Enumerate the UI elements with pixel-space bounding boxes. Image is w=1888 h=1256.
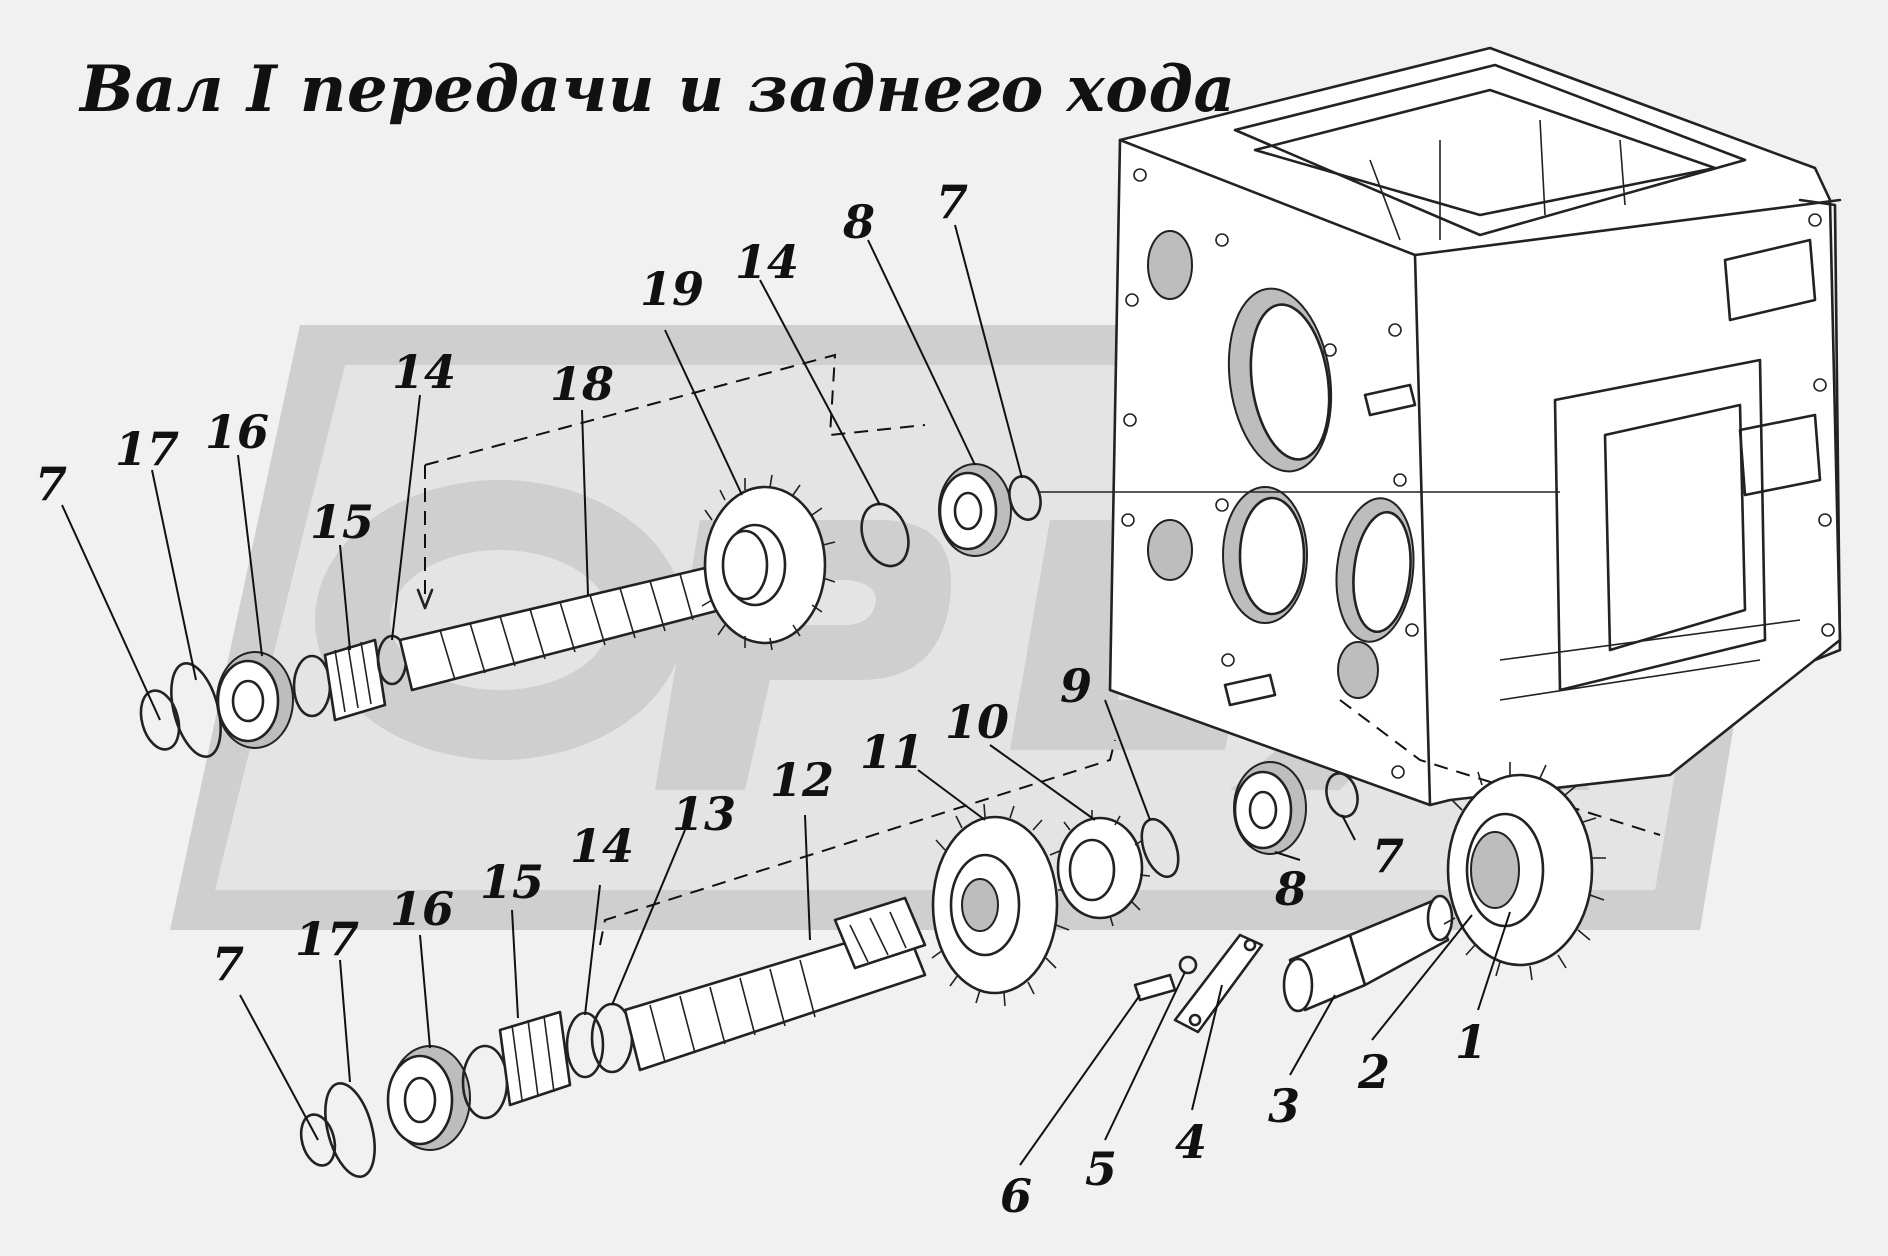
- leader-lines: [61, 224, 1511, 1166]
- callout-3: 3: [1268, 1079, 1300, 1133]
- callout-labels: 7 17 16 15 14 18 19 14 8 7 9 10 11 12 13…: [35, 175, 1487, 1223]
- snap-ring-7-lower: [299, 1113, 337, 1167]
- ring-17-lower: [324, 1081, 376, 1179]
- callout-2: 2: [1357, 1045, 1390, 1099]
- lower-shaft-assembly: [299, 699, 1661, 1179]
- gear-10: [1056, 810, 1151, 927]
- washer-5: [1178, 955, 1198, 975]
- callout-7-upper-b: 7: [936, 175, 968, 229]
- axle-3: [1282, 894, 1454, 1013]
- callout-17-upper: 17: [115, 422, 179, 476]
- diagram-title: Вал I передачи и заднего хода: [80, 52, 1236, 127]
- gear-19: [701, 474, 836, 651]
- callout-14-upper-a: 14: [392, 345, 456, 399]
- spacer-lower: [461, 1044, 509, 1120]
- callout-12: 12: [770, 753, 834, 807]
- callout-19: 19: [640, 262, 704, 316]
- callout-6: 6: [1000, 1169, 1032, 1223]
- ring-14-upper-b: [860, 502, 910, 568]
- callout-1: 1: [1455, 1015, 1487, 1069]
- snap-ring-7-upper: [139, 689, 181, 751]
- gear-11: [931, 803, 1071, 1007]
- callout-8-upper: 8: [842, 195, 875, 249]
- ring-14-lower: [565, 1011, 605, 1079]
- callout-14-lower: 14: [570, 819, 634, 873]
- bearing-16-upper: [216, 651, 294, 749]
- gear-15-upper: [323, 638, 387, 722]
- callout-7-upper: 7: [35, 457, 67, 511]
- callout-15-lower: 15: [480, 855, 544, 909]
- callout-7-right: 7: [1372, 829, 1404, 883]
- bolt-6: [1133, 973, 1177, 1002]
- callout-16-lower: 16: [390, 882, 454, 936]
- callout-11: 11: [860, 725, 924, 779]
- bearing-8-upper: [938, 463, 1012, 557]
- callout-7-lower: 7: [212, 937, 244, 991]
- snap-ring-7-upper-b: [1008, 475, 1042, 521]
- callout-15-upper: 15: [310, 495, 374, 549]
- shaft-12: [623, 896, 927, 1072]
- callout-18: 18: [550, 357, 614, 411]
- gear-15-lower: [498, 1010, 572, 1107]
- callout-9: 9: [1060, 659, 1092, 713]
- callout-4: 4: [1175, 1115, 1207, 1169]
- upper-shaft-assembly: [139, 353, 1560, 759]
- callout-16-upper: 16: [205, 405, 269, 459]
- bearing-16-lower: [386, 1045, 471, 1151]
- callout-17-lower: 17: [295, 912, 359, 966]
- callout-13: 13: [672, 787, 736, 841]
- callout-14-upper-b: 14: [735, 235, 799, 289]
- bearing-8-right: [1233, 761, 1307, 855]
- gear-1-2: [1443, 762, 1606, 981]
- plate-4: [1173, 933, 1264, 1034]
- snap-ring-7-right: [1325, 772, 1359, 818]
- gearbox-housing: [1108, 46, 1842, 807]
- callout-10: 10: [945, 695, 1009, 749]
- callout-5: 5: [1085, 1142, 1117, 1196]
- callout-8-right: 8: [1274, 862, 1307, 916]
